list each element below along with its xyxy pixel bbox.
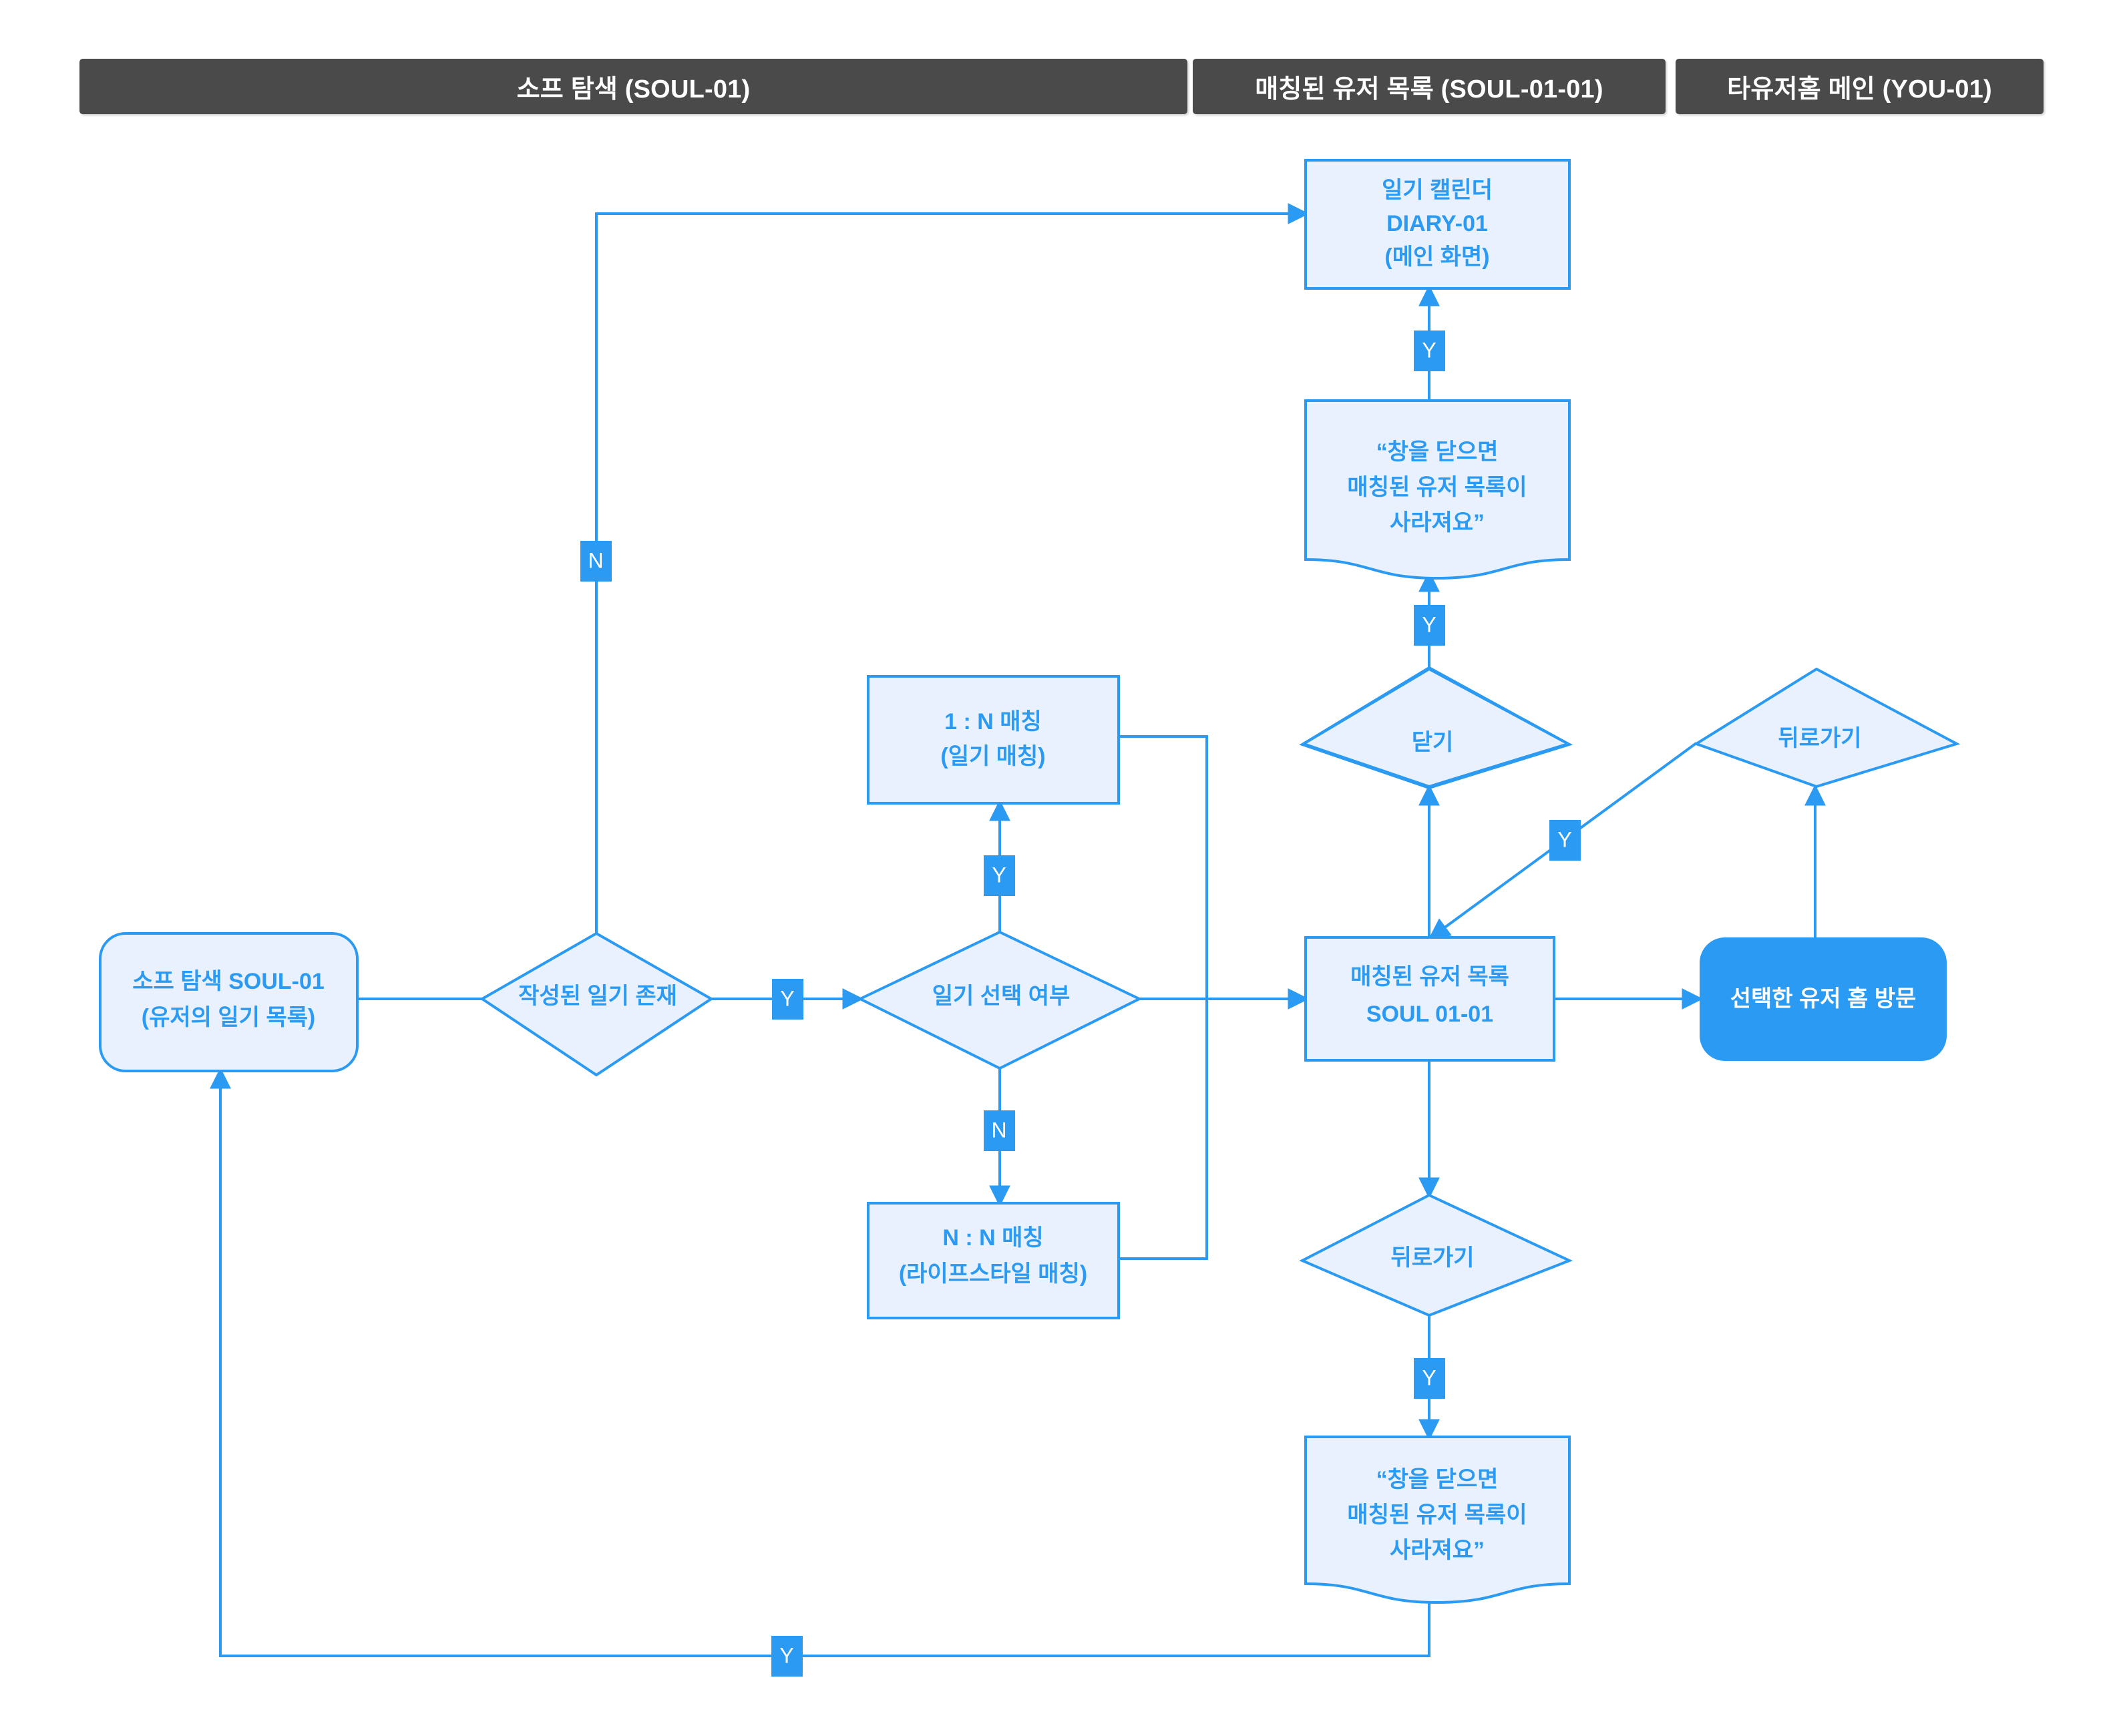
node-back-decision-bottom[interactable]: 뒤로가기 — [1299, 1193, 1573, 1317]
node-match-nn[interactable]: N : N 매칭 (라이프스타일 매칭) — [867, 1202, 1120, 1319]
node-matched-user-list-line2: SOUL 01-01 — [1366, 1002, 1493, 1027]
edge-warning-bottom-to-start — [210, 1067, 1430, 1657]
edge-label-text: Y — [779, 1643, 793, 1667]
node-close-decision-label: 닫기 — [1412, 730, 1454, 755]
node-warning-top-line1: “창을 닫으면 — [1376, 439, 1499, 465]
edge-match-1n-to-matched-list — [1119, 735, 1208, 999]
node-visit-user-home-label: 선택한 유저 홈 방문 — [1730, 986, 1917, 1012]
edge-label-yes-diary-exists: Y — [772, 979, 803, 1020]
node-warning-bottom-line2: 매칭된 유저 목록이 — [1347, 1502, 1527, 1528]
edge-label-text: Y — [1557, 827, 1571, 851]
edge-label-yes-return-to-start: Y — [771, 1636, 803, 1677]
edge-label-text: N — [588, 548, 603, 572]
node-diary-exists-decision-label: 작성된 일기 존재 — [518, 984, 677, 1009]
edge-label-text: Y — [1422, 338, 1436, 362]
section-header-you-01: 타유저홈 메인 (YOU-01) — [1676, 59, 2044, 114]
node-soul-start-line1: 소프 탐색 SOUL-01 — [132, 969, 325, 994]
node-close-decision[interactable]: 닫기 — [1299, 666, 1573, 790]
node-diary-exists-decision[interactable]: 작성된 일기 존재 — [479, 931, 714, 1077]
node-match-1n-line2: (일기 매칭) — [940, 744, 1045, 769]
node-diary-calendar-line3: (메인 화면) — [1384, 244, 1489, 270]
edge-label-text: Y — [992, 863, 1006, 887]
section-header-label: 소프 탐색 (SOUL-01) — [516, 75, 751, 103]
node-diary-select-decision-label: 일기 선택 여부 — [932, 984, 1071, 1009]
node-diary-calendar[interactable]: 일기 캘린더 DIARY-01 (메인 화면) — [1304, 159, 1571, 290]
edge-label-no-to-diary: N — [580, 541, 612, 582]
section-header-soul-01: 소프 탐색 (SOUL-01) — [79, 59, 1187, 114]
node-soul-start[interactable]: 소프 탐색 SOUL-01 (유저의 일기 목록) — [99, 932, 359, 1072]
node-diary-calendar-line2: DIARY-01 — [1386, 211, 1488, 236]
node-diary-select-decision[interactable]: 일기 선택 여부 — [857, 930, 1143, 1070]
edge-label-yes-select-1n: Y — [984, 855, 1015, 896]
edge-diary-exists-no-to-calendar — [595, 203, 1310, 933]
section-header-label: 매칭된 유저 목록 (SOUL-01-01) — [1255, 75, 1603, 103]
node-back-decision-right[interactable]: 뒤로가기 — [1693, 667, 1961, 789]
edge-label-yes-back-right: Y — [1549, 820, 1581, 861]
node-warning-top-line3: 사라져요” — [1390, 510, 1485, 535]
edge-label-yes-warning-to-calendar: Y — [1414, 331, 1445, 371]
node-back-decision-bottom-label: 뒤로가기 — [1390, 1245, 1474, 1271]
edge-label-no-select-nn: N — [984, 1110, 1015, 1151]
node-warning-top-line2: 매칭된 유저 목록이 — [1347, 475, 1527, 500]
node-back-decision-right-label: 뒤로가기 — [1778, 726, 1861, 751]
node-visit-user-home[interactable]: 선택한 유저 홈 방문 — [1700, 937, 1947, 1061]
edge-label-text: Y — [780, 986, 794, 1010]
section-header-soul-01-01: 매칭된 유저 목록 (SOUL-01-01) — [1193, 59, 1666, 114]
node-match-1n[interactable]: 1 : N 매칭 (일기 매칭) — [867, 675, 1120, 805]
edge-label-text: Y — [1422, 612, 1436, 636]
node-match-1n-line1: 1 : N 매칭 — [944, 709, 1042, 734]
node-match-nn-line2: (라이프스타일 매칭) — [899, 1261, 1087, 1287]
section-header-label: 타유저홈 메인 (YOU-01) — [1727, 75, 1992, 103]
edge-label-text: Y — [1422, 1365, 1436, 1389]
node-matched-user-list[interactable]: 매칭된 유저 목록 SOUL 01-01 — [1304, 936, 1555, 1062]
node-soul-start-line2: (유저의 일기 목록) — [142, 1005, 316, 1030]
node-warning-bottom[interactable]: “창을 닫으면 매칭된 유저 목록이 사라져요” — [1304, 1436, 1571, 1604]
edge-label-yes-back-bottom: Y — [1414, 1358, 1445, 1399]
node-warning-top[interactable]: “창을 닫으면 매칭된 유저 목록이 사라져요” — [1304, 399, 1571, 580]
edge-label-yes-close-to-warning: Y — [1414, 605, 1445, 646]
node-diary-calendar-line1: 일기 캘린더 — [1382, 178, 1493, 203]
node-warning-bottom-line1: “창을 닫으면 — [1376, 1467, 1499, 1492]
edge-label-text: N — [991, 1118, 1006, 1142]
node-match-nn-line1: N : N 매칭 — [942, 1225, 1043, 1251]
node-matched-user-list-line1: 매칭된 유저 목록 — [1350, 964, 1509, 990]
edge-match-nn-to-matched-list — [1119, 999, 1208, 1260]
node-warning-bottom-line3: 사라져요” — [1390, 1538, 1485, 1563]
